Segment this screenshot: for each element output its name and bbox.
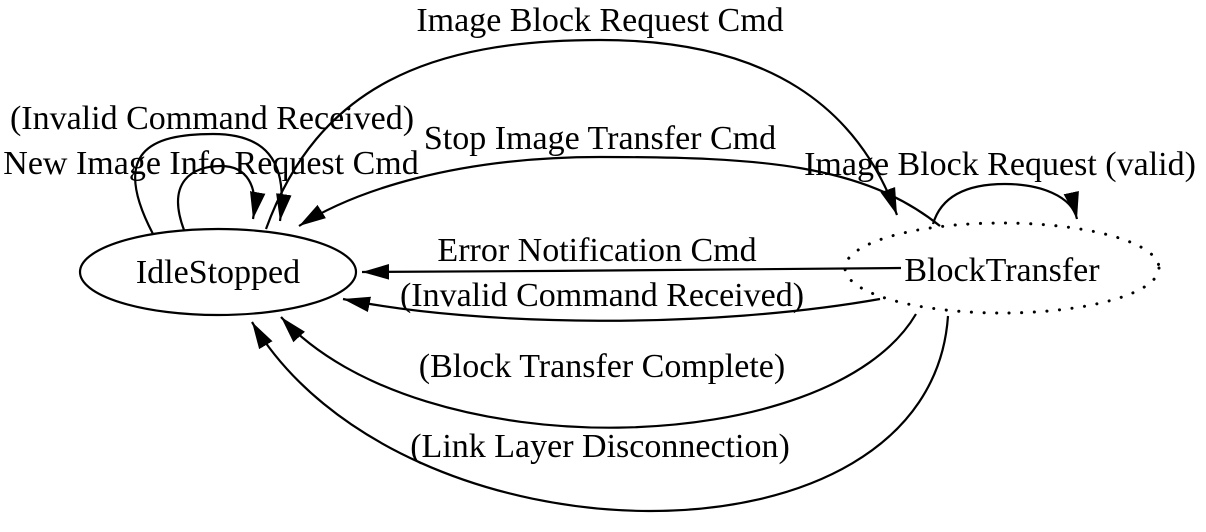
state-idlestopped-label: IdleStopped	[136, 254, 300, 291]
edge-label-image-block-request-cmd: Image Block Request Cmd	[416, 2, 783, 39]
edge-label-image-block-request-valid: Image Block Request (valid)	[804, 146, 1196, 183]
edge-self-invalid-command-received	[134, 132, 292, 235]
edge-invalid-command-received	[342, 296, 881, 322]
edge-link-layer-disconnection	[251, 315, 950, 512]
edge-stop-image-transfer-cmd	[298, 155, 941, 227]
edge-block-transfer-complete	[280, 313, 917, 429]
state-blocktransfer-ellipse	[843, 221, 1161, 315]
edge-label-self-invalid-command-received: (Invalid Command Received)	[10, 100, 414, 137]
edge-label-link-layer-disconnection: (Link Layer Disconnection)	[410, 428, 790, 465]
edge-label-error-notification-cmd: Error Notification Cmd	[437, 232, 756, 269]
edge-self-new-image-info-request-cmd	[177, 164, 266, 231]
state-idlestopped-ellipse	[78, 227, 358, 317]
edge-label-stop-image-transfer-cmd: Stop Image Transfer Cmd	[424, 120, 776, 157]
edge-label-new-image-info-request-cmd: New Image Info Request Cmd	[3, 145, 418, 182]
state-blocktransfer-label: BlockTransfer	[904, 252, 1100, 289]
edge-image-block-request-cmd	[264, 38, 899, 230]
edge-self-image-block-request-valid	[931, 182, 1079, 225]
edge-error-notification-cmd	[361, 264, 902, 280]
edge-label-block-transfer-complete: (Block Transfer Complete)	[419, 348, 785, 385]
edge-label-invalid-command-received: (Invalid Command Received)	[400, 277, 804, 314]
